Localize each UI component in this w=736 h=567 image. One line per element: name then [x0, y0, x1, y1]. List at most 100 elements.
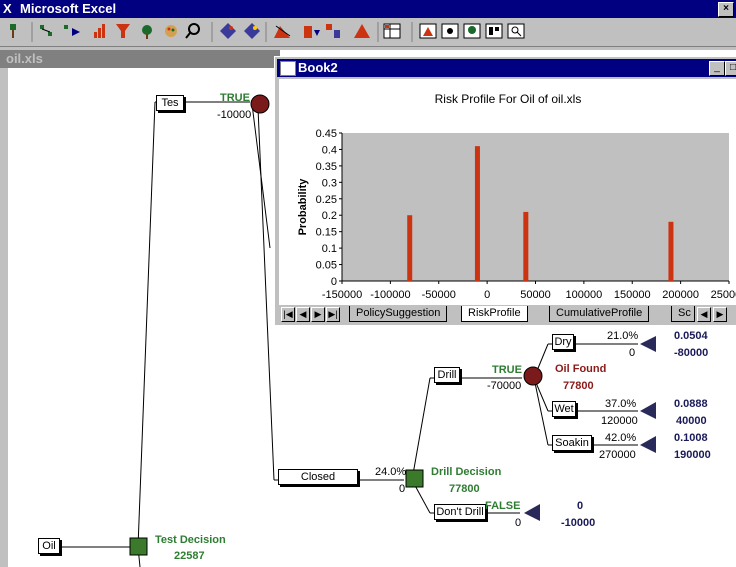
soakin-prob: 0.1008 — [674, 432, 708, 444]
tab-sc[interactable]: Sc — [671, 306, 695, 322]
chart-window-title-bar[interactable]: Book2 _ □ — [277, 59, 736, 77]
soakin-pct: 42.0% — [605, 432, 637, 444]
arrow-down-icon[interactable] — [304, 26, 320, 38]
test-chance-node[interactable] — [250, 94, 270, 114]
chart-bar — [523, 211, 529, 281]
chart-title: Risk Profile For Oil of oil.xls — [435, 92, 582, 106]
globe-icon[interactable] — [463, 23, 481, 39]
drill-decision-name: Drill Decision — [431, 466, 502, 478]
tab-policy-suggestion[interactable]: PolicySuggestion — [349, 306, 448, 322]
toolbar — [0, 18, 736, 47]
y-tick-label: 0.05 — [316, 260, 337, 272]
workbook-title-bar[interactable]: oil.xls — [0, 50, 280, 68]
test-branch-label[interactable]: Tes — [156, 95, 184, 111]
close-button[interactable]: × — [718, 2, 734, 17]
x-tick-label: -50000 — [422, 289, 456, 301]
tab-cumulative-profile[interactable]: CumulativeProfile — [549, 306, 650, 322]
dont-drill-terminal-node[interactable] — [524, 504, 540, 521]
first-sheet-button[interactable]: |◀ — [281, 307, 295, 322]
closed-branch-label[interactable]: Closed — [278, 469, 358, 485]
palette-icon[interactable] — [165, 25, 177, 37]
chart-window[interactable]: Book2 _ □ Risk Profile For Oil of oil.xl… — [274, 56, 736, 326]
dry-terminal-node[interactable] — [640, 336, 656, 352]
y-tick-label: 0.2 — [322, 210, 337, 222]
x-tick-label: 200000 — [662, 289, 699, 301]
policy-icon[interactable] — [441, 23, 459, 39]
x-tick-label: -150000 — [322, 289, 362, 301]
dry-pct: 21.0% — [607, 330, 639, 342]
next-sheet-button[interactable]: ▶ — [311, 307, 325, 322]
y-axis-label: Probability — [297, 178, 309, 236]
y-tick-label: 0.45 — [316, 128, 337, 140]
dont-drill-branch-label[interactable]: Don't Drill — [434, 504, 486, 520]
arrow-node-icon[interactable] — [64, 25, 80, 36]
workbook-title: oil.xls — [6, 51, 43, 66]
arrow-red-icon[interactable] — [274, 25, 291, 38]
tab-risk-profile[interactable]: RiskProfile — [461, 306, 528, 322]
dont-drill-value: -10000 — [561, 517, 596, 529]
soakin-cost: 270000 — [599, 449, 636, 461]
maximize-button[interactable]: □ — [725, 61, 736, 76]
chart-window-title: Book2 — [298, 60, 338, 75]
diamond-alt-icon[interactable] — [244, 23, 260, 39]
triangle-icon[interactable] — [354, 24, 370, 38]
node-icon[interactable] — [40, 25, 52, 36]
book-icon — [280, 61, 296, 76]
soakin-value: 190000 — [674, 449, 711, 461]
wet-terminal-node[interactable] — [640, 402, 656, 419]
diamond-icon[interactable] — [220, 23, 236, 39]
test-decision-name: Test Decision — [155, 534, 226, 546]
x-tick-label: 150000 — [614, 289, 651, 301]
y-tick-label: 0 — [331, 276, 337, 288]
chart-frame-icon[interactable] — [419, 23, 437, 39]
last-sheet-button[interactable]: ▶| — [326, 307, 340, 322]
risk-profile-chart: Risk Profile For Oil of oil.xls00.050.10… — [297, 92, 736, 301]
table-icon[interactable] — [485, 23, 503, 39]
grid-icon[interactable] — [383, 23, 401, 39]
soakin-terminal-node[interactable] — [640, 436, 656, 453]
soakin-branch-label[interactable]: Soakin — [552, 435, 592, 451]
wet-cost: 120000 — [601, 415, 638, 427]
test-branch-cost: -10000 — [217, 109, 252, 121]
drill-branch-cost: -70000 — [487, 380, 522, 392]
dry-prob: 0.0504 — [674, 330, 708, 342]
chart-bar — [407, 215, 413, 281]
drill-branch-label[interactable]: Drill — [434, 367, 460, 383]
x-tick-label: 100000 — [566, 289, 603, 301]
wet-prob: 0.0888 — [674, 398, 708, 410]
zoom-icon[interactable] — [507, 23, 525, 39]
sheet-tabs-row: |◀ ◀ ▶ ▶| PolicySuggestion RiskProfile C… — [279, 306, 736, 322]
x-tick-label: 250000 — [711, 289, 736, 301]
prev-sheet-button[interactable]: ◀ — [296, 307, 310, 322]
tab-scroll-left-button[interactable]: ◀ — [697, 307, 711, 322]
test-decision-node[interactable] — [129, 537, 148, 556]
tree-settings-icon[interactable] — [142, 25, 152, 39]
y-tick-label: 0.25 — [316, 194, 337, 206]
y-tick-label: 0.3 — [322, 177, 337, 189]
chart-bar — [668, 221, 674, 281]
tab-scroll-right-button[interactable]: ▶ — [713, 307, 727, 322]
wet-value: 40000 — [676, 415, 707, 427]
drill-branch-flag: TRUE — [492, 364, 522, 376]
dry-branch-label[interactable]: Dry — [552, 334, 574, 350]
magnifier-icon[interactable] — [185, 23, 200, 39]
wet-branch-label[interactable]: Wet — [552, 401, 576, 417]
chart-bar — [474, 146, 480, 281]
oil-found-chance-node[interactable] — [523, 366, 543, 386]
workbook-frame — [0, 68, 8, 567]
arrow-multi-icon[interactable] — [326, 24, 340, 38]
excel-icon: X — [3, 1, 12, 16]
dry-cost: 0 — [629, 347, 636, 359]
root-node-label[interactable]: Oil — [38, 538, 60, 554]
y-tick-label: 0.35 — [316, 161, 337, 173]
minimize-button[interactable]: _ — [709, 61, 725, 76]
funnel-icon[interactable] — [116, 24, 130, 38]
bar-chart-icon[interactable] — [94, 24, 105, 38]
drill-decision-node[interactable] — [405, 469, 424, 488]
oil-found-value: 77800 — [563, 380, 594, 392]
tree-icon[interactable] — [10, 24, 16, 38]
dont-drill-prob: 0 — [577, 500, 584, 512]
test-branch-flag: TRUE — [220, 92, 250, 104]
dry-value: -80000 — [674, 347, 709, 359]
